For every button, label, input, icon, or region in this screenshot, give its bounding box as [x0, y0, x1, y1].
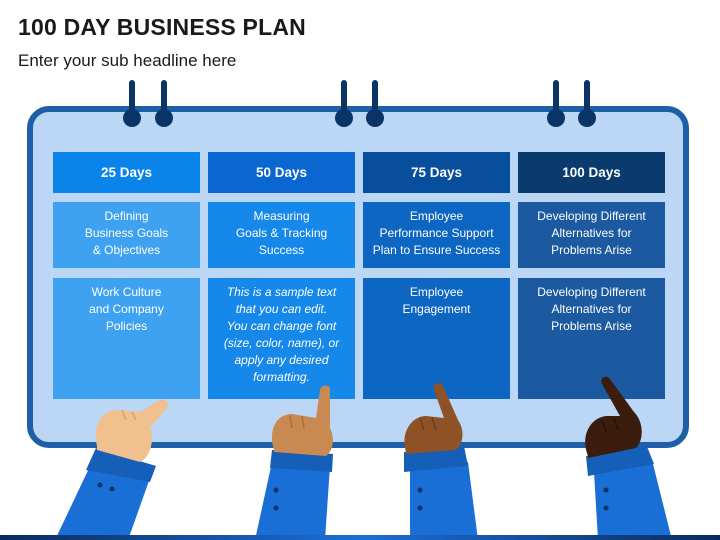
footer-bar: [0, 535, 720, 540]
column-header-50-days: 50 Days: [208, 152, 355, 193]
sample-text-cell: This is a sample text that you can edit.…: [208, 278, 355, 399]
pointing-hand-icon-brown: [404, 383, 478, 540]
binder-ring-icon: [366, 80, 384, 127]
pointing-hand-icon-light: [55, 399, 168, 540]
pointing-hand-icon-tan: [255, 385, 333, 540]
binder-ring-icon: [155, 80, 173, 127]
binder-ring-icon: [547, 80, 565, 127]
table-cell: Employee Performance Support Plan to Ens…: [363, 202, 510, 268]
column-header-100-days: 100 Days: [518, 152, 665, 193]
table-cell: Defining Business Goals & Objectives: [53, 202, 200, 268]
column-header-75-days: 75 Days: [363, 152, 510, 193]
table-cell: Developing Different Alternatives for Pr…: [518, 278, 665, 399]
table-cell: Developing Different Alternatives for Pr…: [518, 202, 665, 268]
table-cell: Employee Engagement: [363, 278, 510, 399]
page-subtitle: Enter your sub headline here: [18, 51, 237, 70]
table-cell: Work Culture and Company Policies: [53, 278, 200, 399]
column-header-25-days: 25 Days: [53, 152, 200, 193]
binder-ring-icon: [578, 80, 596, 127]
pointing-hand-icon-dark: [585, 376, 672, 540]
plan-table: 25 Days 50 Days 75 Days 100 Days Definin…: [53, 152, 665, 399]
page-title: 100 DAY BUSINESS PLAN: [18, 14, 306, 40]
binder-ring-icon: [123, 80, 141, 127]
binder-ring-icon: [335, 80, 353, 127]
table-cell: Measuring Goals & Tracking Success: [208, 202, 355, 268]
